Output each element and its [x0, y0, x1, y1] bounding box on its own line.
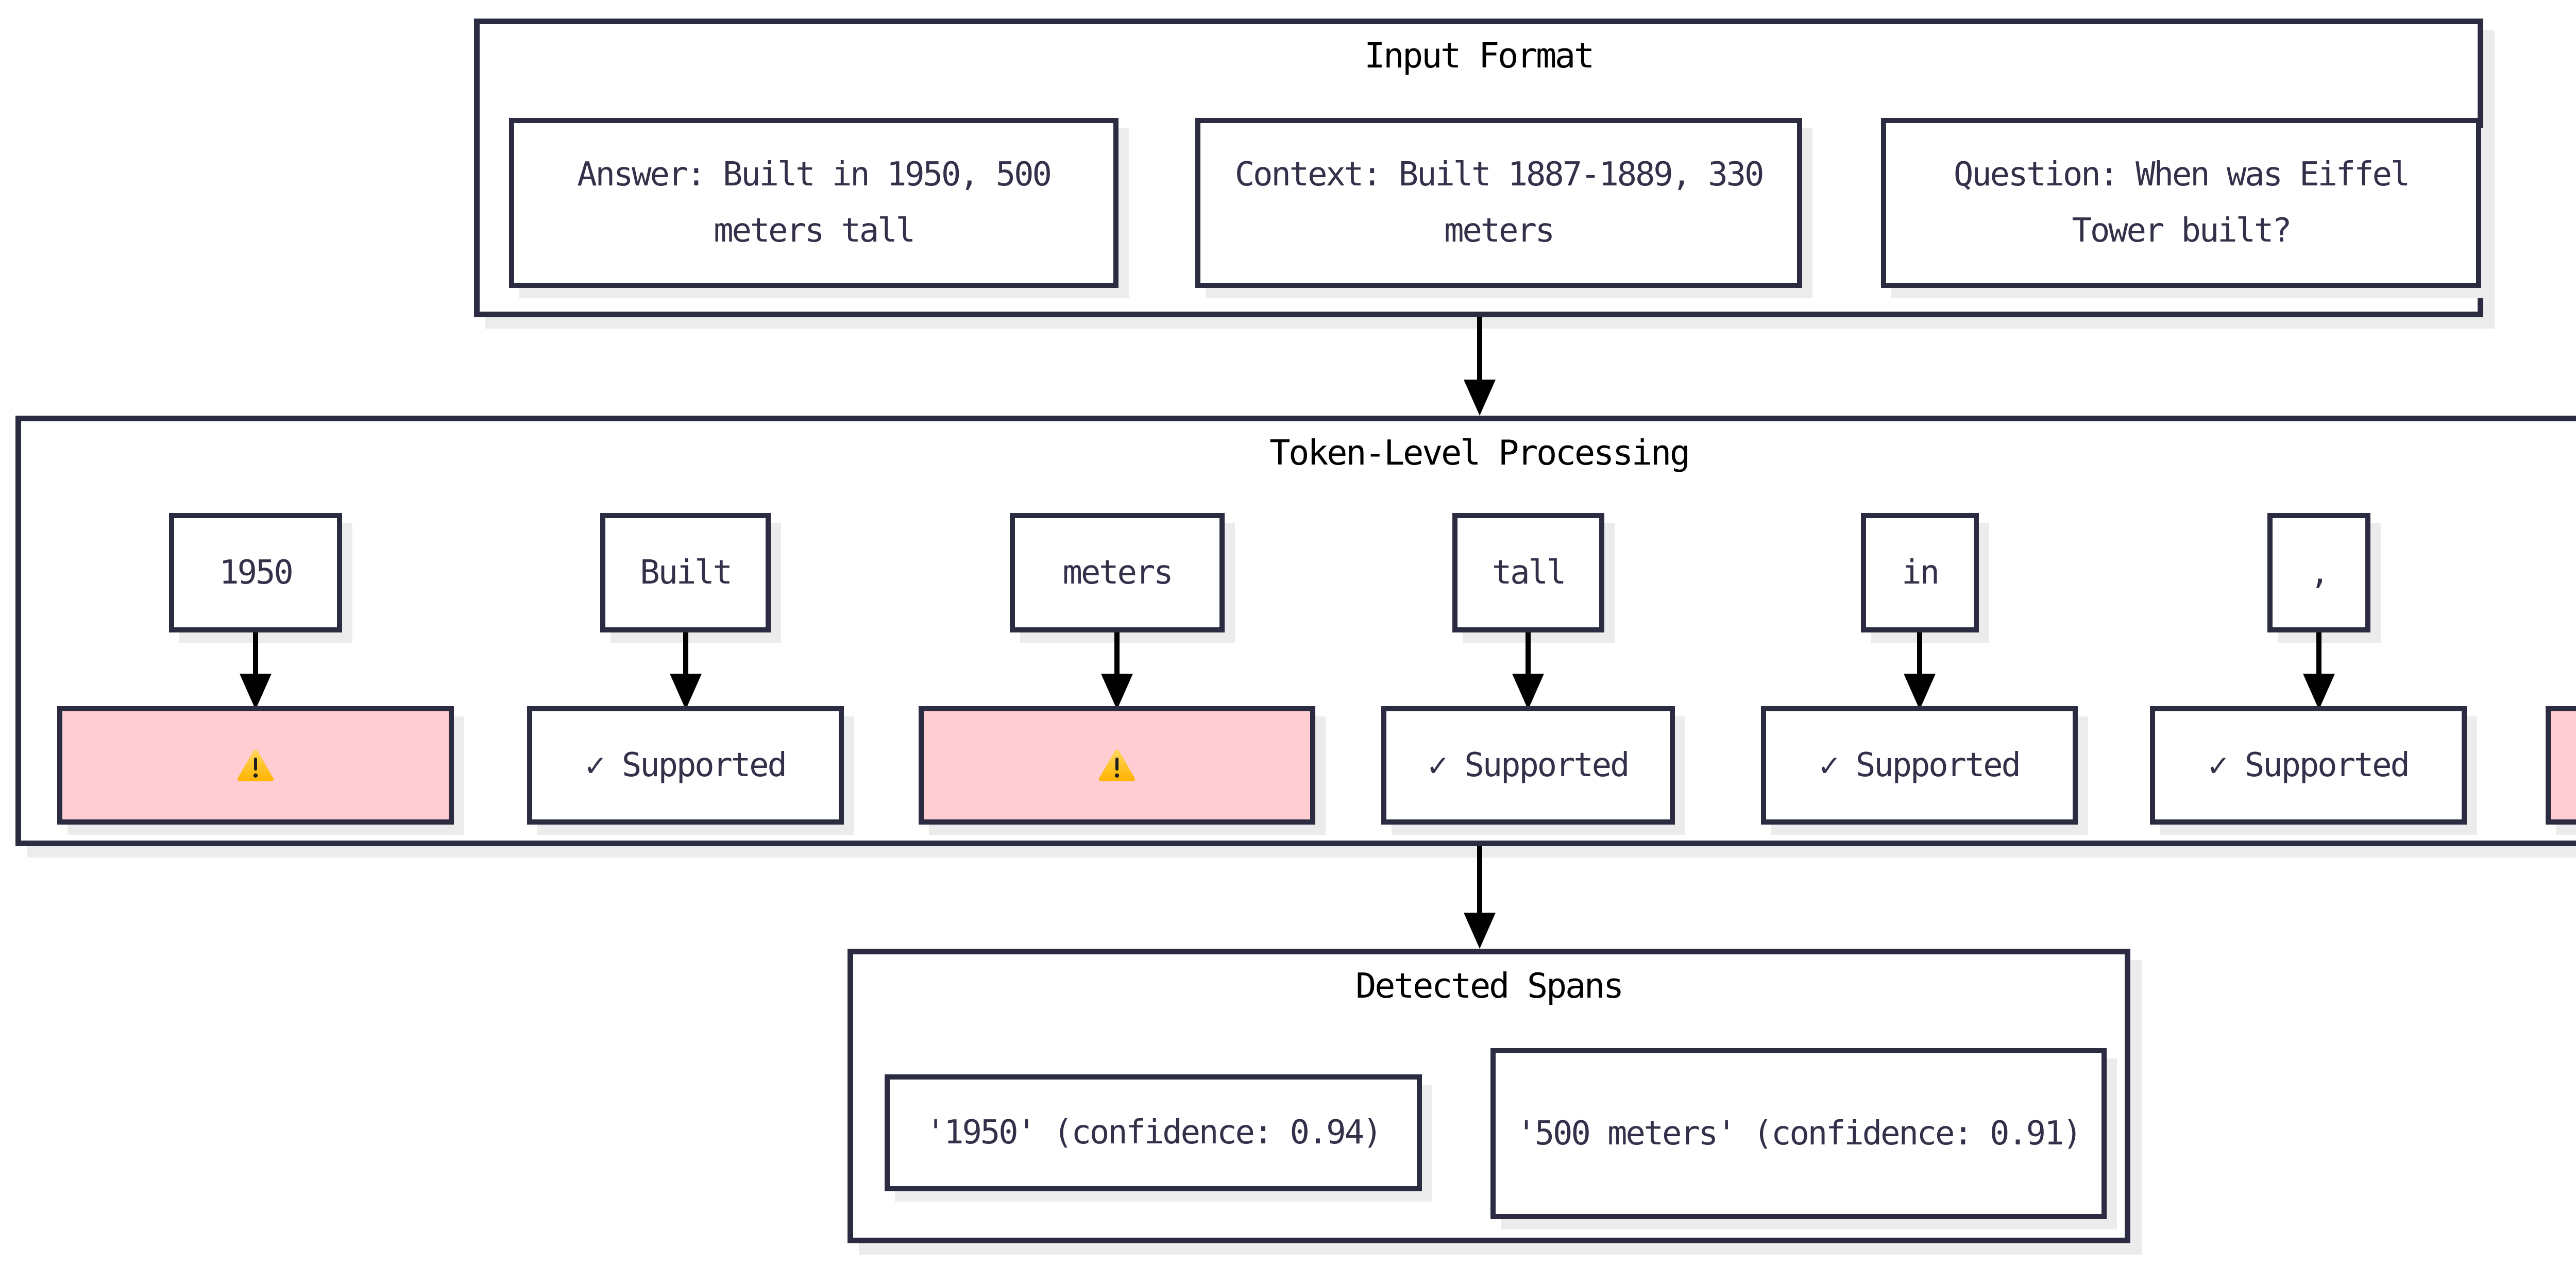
span-node-500-meters: '500 meters' (confidence: 0.91) — [1490, 1048, 2107, 1219]
span-node-500-meters-label: '500 meters' (confidence: 0.91) — [1516, 1114, 2082, 1153]
token-label: in — [1902, 553, 1940, 592]
warning-icon — [1099, 749, 1135, 781]
arrow-token-line — [2316, 632, 2321, 675]
input-format-group: Input Format Answer: Built in 1950, 500 … — [474, 19, 2483, 317]
arrow-token-line — [1526, 632, 1531, 675]
answer-node: Answer: Built in 1950, 500 meters tall — [509, 118, 1118, 288]
context-node-label: Context: Built 1887-1889, 330 meters — [1234, 156, 1765, 250]
token-node-comma: , — [2267, 513, 2370, 632]
question-node-label: Question: When was Eiffel Tower built? — [1953, 156, 2410, 250]
supported-label: ✓ Supported — [1428, 746, 1630, 784]
arrow-token-head — [2303, 674, 2335, 710]
arrow-token-head — [1512, 674, 1544, 710]
token-node-in: in — [1861, 513, 1979, 632]
arrow-token-head — [1101, 674, 1133, 710]
result-node-500-warning — [2546, 706, 2576, 825]
token-node-meters: meters — [1010, 513, 1225, 632]
arrow-token-head — [1904, 674, 1936, 710]
supported-label: ✓ Supported — [585, 746, 787, 784]
result-node-meters-warning — [919, 706, 1315, 825]
result-node-in-supported: ✓ Supported — [1761, 706, 2078, 825]
arrow-token-line — [1917, 632, 1922, 675]
span-node-1950: '1950' (confidence: 0.94) — [885, 1074, 1422, 1191]
token-label: , — [2310, 553, 2330, 592]
token-label: tall — [1492, 553, 1567, 592]
context-node: Context: Built 1887-1889, 330 meters — [1195, 118, 1802, 288]
arrow-tokens-to-spans-head — [1464, 913, 1496, 949]
token-label: Built — [640, 553, 733, 592]
token-node-built: Built — [600, 513, 771, 632]
token-label: meters — [1062, 553, 1174, 592]
detected-spans-title: Detected Spans — [1355, 966, 1624, 1006]
answer-node-label: Answer: Built in 1950, 500 meters tall — [577, 156, 1052, 250]
question-node: Question: When was Eiffel Tower built? — [1881, 118, 2481, 288]
token-label: 1950 — [219, 553, 294, 592]
result-node-1950-warning — [57, 706, 454, 825]
input-format-title: Input Format — [1364, 36, 1595, 76]
supported-label: ✓ Supported — [2208, 746, 2410, 784]
span-node-1950-label: '1950' (confidence: 0.94) — [925, 1114, 1382, 1152]
token-node-1950: 1950 — [169, 513, 342, 632]
result-node-tall-supported: ✓ Supported — [1381, 706, 1675, 825]
arrow-input-to-tokens-head — [1464, 380, 1496, 416]
result-node-comma-supported: ✓ Supported — [2150, 706, 2467, 825]
arrow-token-head — [670, 674, 702, 710]
token-processing-title: Token-Level Processing — [1269, 433, 1690, 473]
arrow-input-to-tokens-line — [1477, 317, 1482, 380]
arrow-tokens-to-spans-line — [1477, 846, 1482, 913]
result-node-built-supported: ✓ Supported — [527, 706, 844, 825]
token-node-tall: tall — [1452, 513, 1604, 632]
token-processing-group: Token-Level Processing 1950 Built meters… — [15, 416, 2576, 846]
arrow-token-line — [683, 632, 688, 675]
supported-label: ✓ Supported — [1819, 746, 2021, 784]
warning-icon — [238, 749, 274, 781]
detected-spans-group: Detected Spans '1950' (confidence: 0.94)… — [848, 949, 2130, 1243]
arrow-token-line — [1114, 632, 1120, 675]
arrow-token-line — [253, 632, 258, 675]
arrow-token-head — [240, 674, 272, 710]
